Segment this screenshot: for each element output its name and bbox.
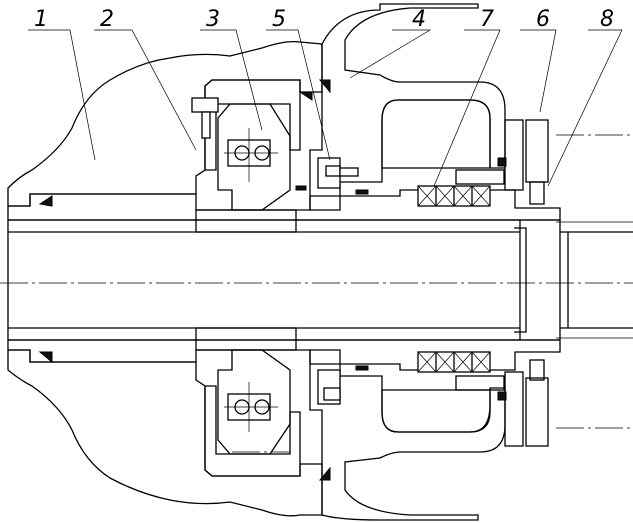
callout-3: 3 bbox=[206, 7, 220, 32]
callout-2: 2 bbox=[100, 7, 114, 32]
housing-1-lower bbox=[7, 349, 323, 517]
collar-lower bbox=[195, 327, 297, 351]
bolt-assembly-lower bbox=[224, 382, 278, 432]
callout-8: 8 bbox=[600, 7, 614, 32]
housing-1-upper bbox=[7, 40, 323, 207]
sleeve-lower bbox=[7, 339, 561, 371]
seals bbox=[38, 79, 507, 481]
callout-4: 4 bbox=[412, 7, 426, 32]
leader-lines bbox=[28, 29, 623, 187]
packing-7-lower bbox=[417, 351, 491, 373]
ring-lower bbox=[504, 371, 524, 447]
ring-upper bbox=[504, 119, 524, 191]
bolt-5-lower bbox=[317, 369, 341, 405]
flange-6-upper bbox=[525, 119, 549, 183]
cover-2-upper bbox=[204, 79, 301, 171]
packing-7-upper bbox=[417, 185, 491, 207]
shaft bbox=[7, 219, 521, 341]
cavity-lower bbox=[381, 389, 491, 433]
flange-6-lower bbox=[525, 377, 549, 447]
cavity-upper bbox=[381, 99, 491, 169]
callout-5: 5 bbox=[272, 7, 286, 32]
gland-lower bbox=[455, 375, 505, 391]
pipe-end bbox=[520, 219, 633, 341]
bolt-assembly-upper bbox=[191, 97, 278, 182]
bolt-5-upper bbox=[317, 157, 359, 189]
nut-8-upper bbox=[529, 181, 545, 205]
gland-upper bbox=[455, 169, 505, 185]
collar-upper bbox=[195, 209, 297, 233]
shaft-step bbox=[514, 227, 527, 333]
sleeve-upper bbox=[7, 189, 561, 221]
nut-8-lower bbox=[529, 359, 545, 381]
callout-1: 1 bbox=[34, 7, 48, 32]
callout-6: 6 bbox=[536, 7, 550, 32]
cover-2-lower bbox=[204, 385, 301, 477]
callout-7: 7 bbox=[480, 7, 494, 32]
